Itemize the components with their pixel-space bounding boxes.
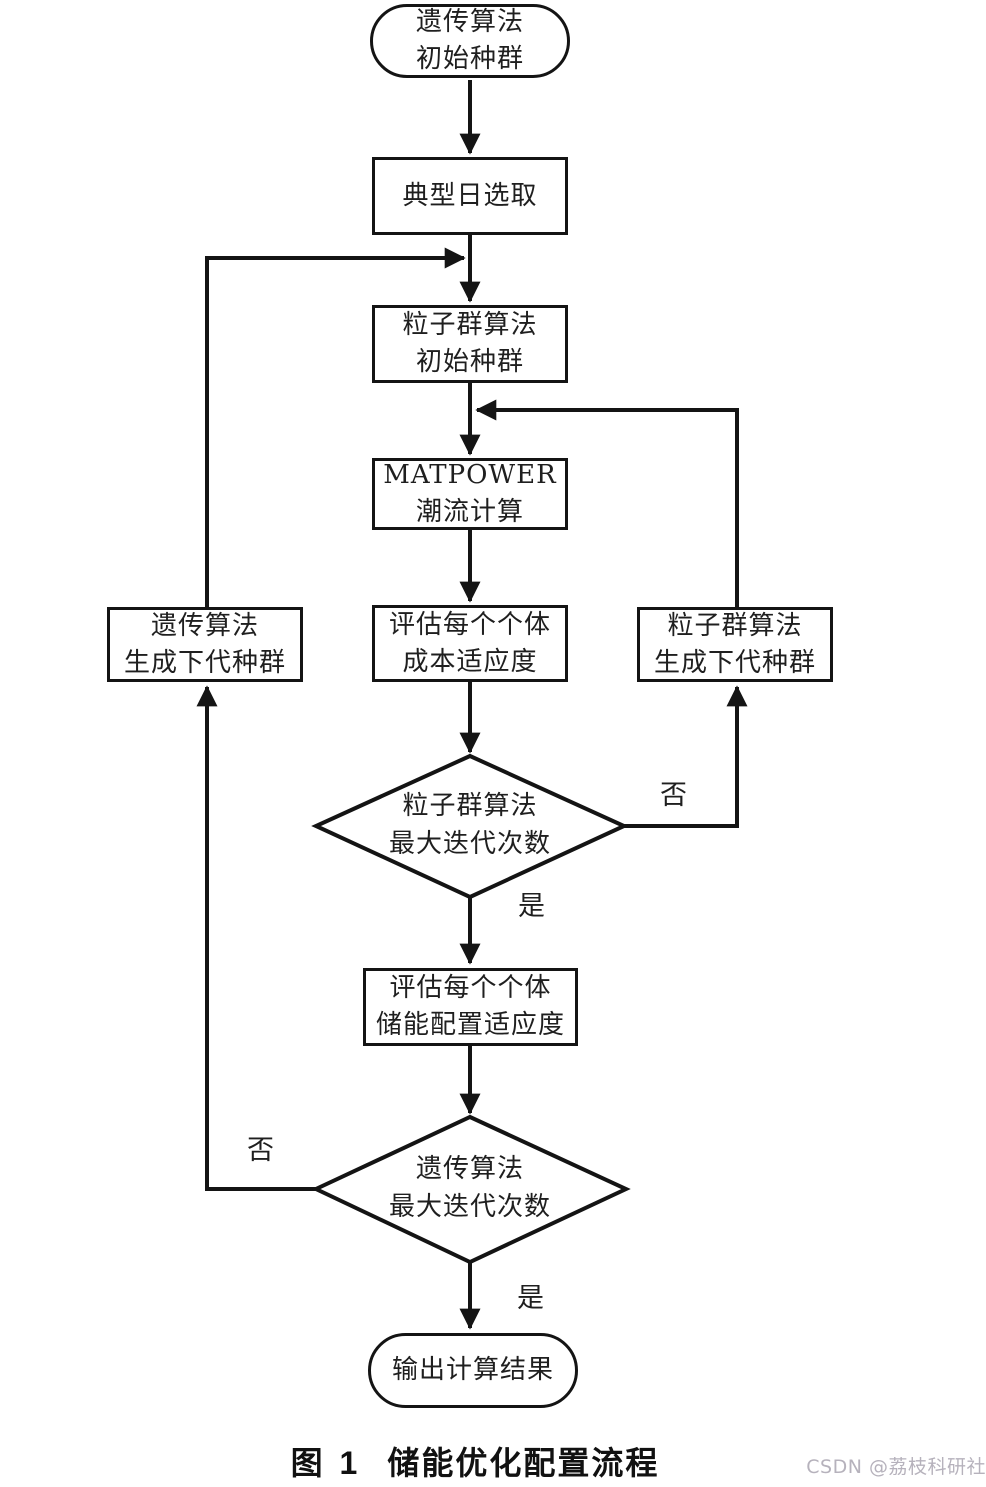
node-typical-day-selection: 典型日选取 xyxy=(372,157,568,235)
node-evaluate-cost-fitness-line1: 评估每个个体 xyxy=(388,609,551,640)
node-ga-initial-population-line2: 初始种群 xyxy=(415,44,524,74)
node-pso-next-generation-line1: 粒子群算法 xyxy=(667,610,803,641)
node-ga-next-generation-line1: 遗传算法 xyxy=(150,610,259,641)
node-pso-max-iterations-line1: 粒子群算法 xyxy=(402,791,538,821)
node-ga-next-generation: 遗传算法 生成下代种群 xyxy=(107,607,303,682)
node-output-results: 输出计算结果 xyxy=(368,1333,578,1408)
branch-label-pso-no: 否 xyxy=(660,780,687,811)
node-pso-max-iterations-text: 粒子群算法 最大迭代次数 xyxy=(345,787,595,863)
node-ga-max-iterations-text: 遗传算法 最大迭代次数 xyxy=(345,1150,595,1226)
diamond-ga-max-iterations xyxy=(311,1114,631,1265)
node-pso-initial-population-line1: 粒子群算法 xyxy=(402,310,538,340)
csdn-watermark: CSDN @荔枝科研社 xyxy=(806,1456,986,1478)
node-evaluate-storage-fitness: 评估每个个体 储能配置适应度 xyxy=(363,968,578,1046)
branch-label-ga-no: 否 xyxy=(247,1135,274,1166)
node-ga-max-iterations-line2: 最大迭代次数 xyxy=(388,1192,551,1222)
node-evaluate-cost-fitness: 评估每个个体 成本适应度 xyxy=(372,605,568,682)
node-ga-initial-population: 遗传算法 初始种群 xyxy=(370,4,570,78)
figure-caption-number: 图 1 xyxy=(290,1445,362,1481)
node-evaluate-storage-fitness-line2: 储能配置适应度 xyxy=(375,1010,565,1040)
node-pso-next-generation-line2: 生成下代种群 xyxy=(653,647,816,678)
node-matpower-power-flow-line1: MATPOWER xyxy=(383,460,557,490)
node-ga-next-generation-line2: 生成下代种群 xyxy=(123,647,286,678)
node-output-results-label: 输出计算结果 xyxy=(391,1355,554,1385)
node-matpower-power-flow: MATPOWER 潮流计算 xyxy=(372,458,568,530)
diamond-pso-max-iterations xyxy=(311,753,629,900)
arrow-ganext-to-psoinit-junction xyxy=(205,247,466,609)
node-ga-max-iterations-line1: 遗传算法 xyxy=(415,1154,524,1184)
arrow-gadiamond-no-to-ganext xyxy=(196,685,318,1191)
node-evaluate-cost-fitness-line2: 成本适应度 xyxy=(402,646,538,677)
node-ga-initial-population-line1: 遗传算法 xyxy=(415,7,524,37)
node-evaluate-storage-fitness-line1: 评估每个个体 xyxy=(389,973,552,1003)
figure-caption-title: 储能优化配置流程 xyxy=(387,1445,660,1481)
branch-label-ga-yes: 是 xyxy=(517,1283,544,1314)
node-pso-initial-population: 粒子群算法 初始种群 xyxy=(372,305,568,383)
node-typical-day-selection-label: 典型日选取 xyxy=(402,180,538,211)
node-pso-initial-population-line2: 初始种群 xyxy=(415,347,524,377)
arrow-psodiamond-no-to-psonext xyxy=(623,685,748,828)
arrow-psonext-to-matpower-junction xyxy=(475,399,739,609)
node-pso-max-iterations-line2: 最大迭代次数 xyxy=(388,829,551,859)
figure-caption: 图 1 储能优化配置流程 xyxy=(0,1438,950,1484)
node-pso-next-generation: 粒子群算法 生成下代种群 xyxy=(637,607,833,682)
node-matpower-power-flow-line2: 潮流计算 xyxy=(415,497,524,527)
branch-label-pso-yes: 是 xyxy=(518,891,545,922)
